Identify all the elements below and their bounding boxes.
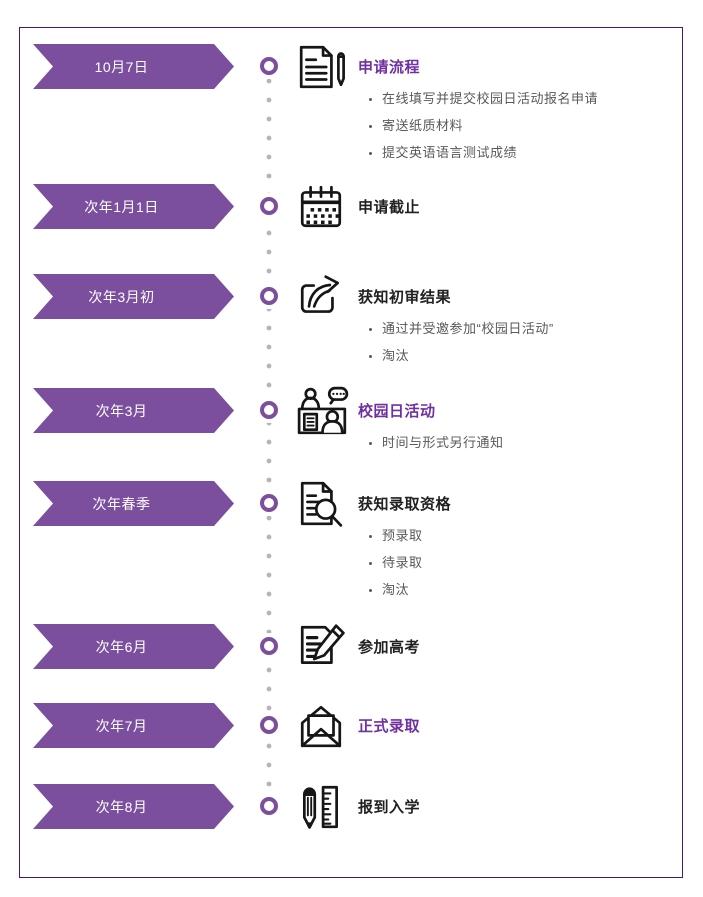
timeline-step: 次年8月 报到入学 <box>20 784 682 829</box>
step-content: 获知录取资格 预录取待录取淘汰 <box>358 481 674 607</box>
bullet-item: 通过并受邀参加“校园日活动” <box>382 319 674 339</box>
step-content: 参加高考 <box>358 624 674 669</box>
step-bullets: 在线填写并提交校园日活动报名申请寄送纸质材料提交英语语言测试成绩 <box>358 89 674 163</box>
bullet-item: 在线填写并提交校园日活动报名申请 <box>382 89 674 109</box>
timeline-step: 次年1月1日 申请截止 <box>20 184 682 229</box>
bullet-item: 时间与形式另行通知 <box>382 433 674 453</box>
step-bullets: 通过并受邀参加“校园日活动” 淘汰 <box>358 319 674 366</box>
bullet-item: 寄送纸质材料 <box>382 116 674 136</box>
date-label: 次年7月 <box>95 717 148 734</box>
step-title: 获知录取资格 <box>358 496 452 513</box>
step-title: 申请流程 <box>358 59 421 76</box>
step-title: 校园日活动 <box>358 403 436 420</box>
document-search-icon <box>296 478 352 530</box>
bullet-item: 淘汰 <box>382 346 674 366</box>
bullet-item: 提交英语语言测试成绩 <box>382 143 674 163</box>
bullet-item: 待录取 <box>382 553 674 573</box>
step-title: 获知初审结果 <box>358 289 452 306</box>
pencil-ruler-icon <box>296 781 352 833</box>
timeline-node-circle <box>260 716 278 734</box>
timeline-step: 10月7日 申请流程 在线填写并提交校园日活动报名申请寄送纸质材料提交英语语言测… <box>20 44 682 160</box>
bullet-item: 预录取 <box>382 526 674 546</box>
calendar-icon <box>296 181 352 233</box>
date-banner: 10月7日 <box>33 44 234 89</box>
timeline-node-circle <box>260 637 278 655</box>
date-banner: 次年8月 <box>33 784 234 829</box>
timeline-node-circle <box>260 197 278 215</box>
step-title: 申请截止 <box>358 199 421 216</box>
date-banner: 次年7月 <box>33 703 234 748</box>
document-pen-icon <box>296 41 352 93</box>
timeline-node-circle <box>260 797 278 815</box>
step-title: 参加高考 <box>358 639 421 656</box>
step-content: 报到入学 <box>358 784 674 829</box>
bullet-item: 淘汰 <box>382 580 674 600</box>
timeline-node-circle <box>260 57 278 75</box>
timeline-dotted-line <box>265 66 273 806</box>
date-banner: 次年6月 <box>33 624 234 669</box>
timeline-node-circle <box>260 401 278 419</box>
step-bullets: 预录取待录取淘汰 <box>358 526 674 600</box>
date-label: 次年3月 <box>95 402 148 419</box>
interview-icon <box>296 385 352 437</box>
date-banner: 次年3月 <box>33 388 234 433</box>
step-content: 正式录取 <box>358 703 674 748</box>
timeline-card: 10月7日 申请流程 在线填写并提交校园日活动报名申请寄送纸质材料提交英语语言测… <box>19 27 683 878</box>
step-content: 申请截止 <box>358 184 674 229</box>
date-banner: 次年3月初 <box>33 274 234 319</box>
timeline-node-circle <box>260 494 278 512</box>
step-content: 获知初审结果 通过并受邀参加“校园日活动” 淘汰 <box>358 274 674 373</box>
date-banner: 次年春季 <box>33 481 234 526</box>
date-label: 10月7日 <box>94 58 149 75</box>
timeline-step: 次年3月初 获知初审结果 通过并受邀参加“校园日活动” 淘汰 <box>20 274 682 363</box>
timeline-step: 次年春季 获知录取资格 预录取待录取淘汰 <box>20 481 682 597</box>
share-arrow-icon <box>296 271 352 323</box>
step-content: 申请流程 在线填写并提交校园日活动报名申请寄送纸质材料提交英语语言测试成绩 <box>358 44 674 170</box>
date-label: 次年6月 <box>95 638 148 655</box>
timeline-step: 次年7月 正式录取 <box>20 703 682 748</box>
timeline-step: 次年3月 校园日活动 时间与形式另行通知 <box>20 386 682 450</box>
step-title: 正式录取 <box>358 718 421 735</box>
date-label: 次年8月 <box>95 798 148 815</box>
step-title: 报到入学 <box>358 799 421 816</box>
timeline-step: 次年6月 参加高考 <box>20 624 682 669</box>
date-label: 次年3月初 <box>88 288 155 305</box>
step-content: 校园日活动 时间与形式另行通知 <box>358 388 674 460</box>
envelope-icon <box>296 700 352 752</box>
step-bullets: 时间与形式另行通知 <box>358 433 674 453</box>
date-label: 次年1月1日 <box>84 198 159 215</box>
exam-pencil-icon <box>296 621 352 673</box>
date-banner: 次年1月1日 <box>33 184 234 229</box>
date-label: 次年春季 <box>92 495 151 512</box>
timeline-node-circle <box>260 287 278 305</box>
